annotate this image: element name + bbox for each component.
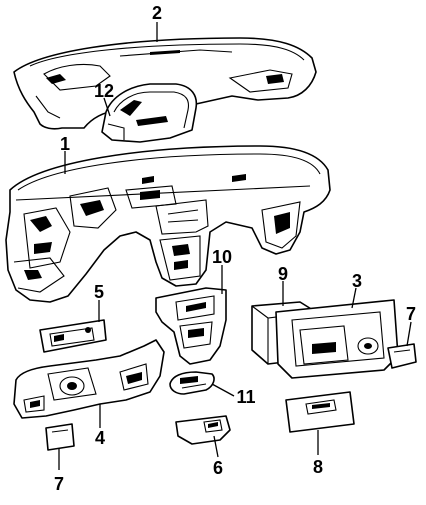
small-switch [169, 371, 215, 395]
small-cover-right [387, 343, 417, 369]
callout-7-left: 7 [54, 474, 64, 494]
callout-4: 4 [95, 428, 105, 448]
callout-11: 11 [236, 387, 255, 407]
callout-1: 1 [60, 134, 70, 154]
leader-lines [58, 22, 412, 470]
center-bezel [155, 287, 227, 365]
small-cover-left [45, 423, 75, 451]
cluster-hood [101, 83, 198, 143]
callouts: 2 12 1 10 9 3 5 7 11 4 6 8 7 [54, 3, 416, 494]
callout-3: 3 [352, 271, 362, 291]
callout-5: 5 [94, 282, 104, 302]
glove-box-door [275, 299, 399, 379]
callout-9: 9 [278, 264, 288, 284]
callout-10: 10 [212, 247, 232, 267]
callout-2: 2 [152, 3, 162, 23]
knee-panel [13, 339, 165, 419]
callout-8: 8 [313, 457, 323, 477]
switch-bezel [39, 319, 107, 353]
instrument-panel [5, 145, 331, 303]
callout-6: 6 [213, 458, 223, 478]
bracket [175, 415, 231, 445]
callout-12: 12 [94, 81, 114, 101]
callout-7-right: 7 [406, 304, 416, 324]
glove-box-panel [285, 391, 355, 433]
